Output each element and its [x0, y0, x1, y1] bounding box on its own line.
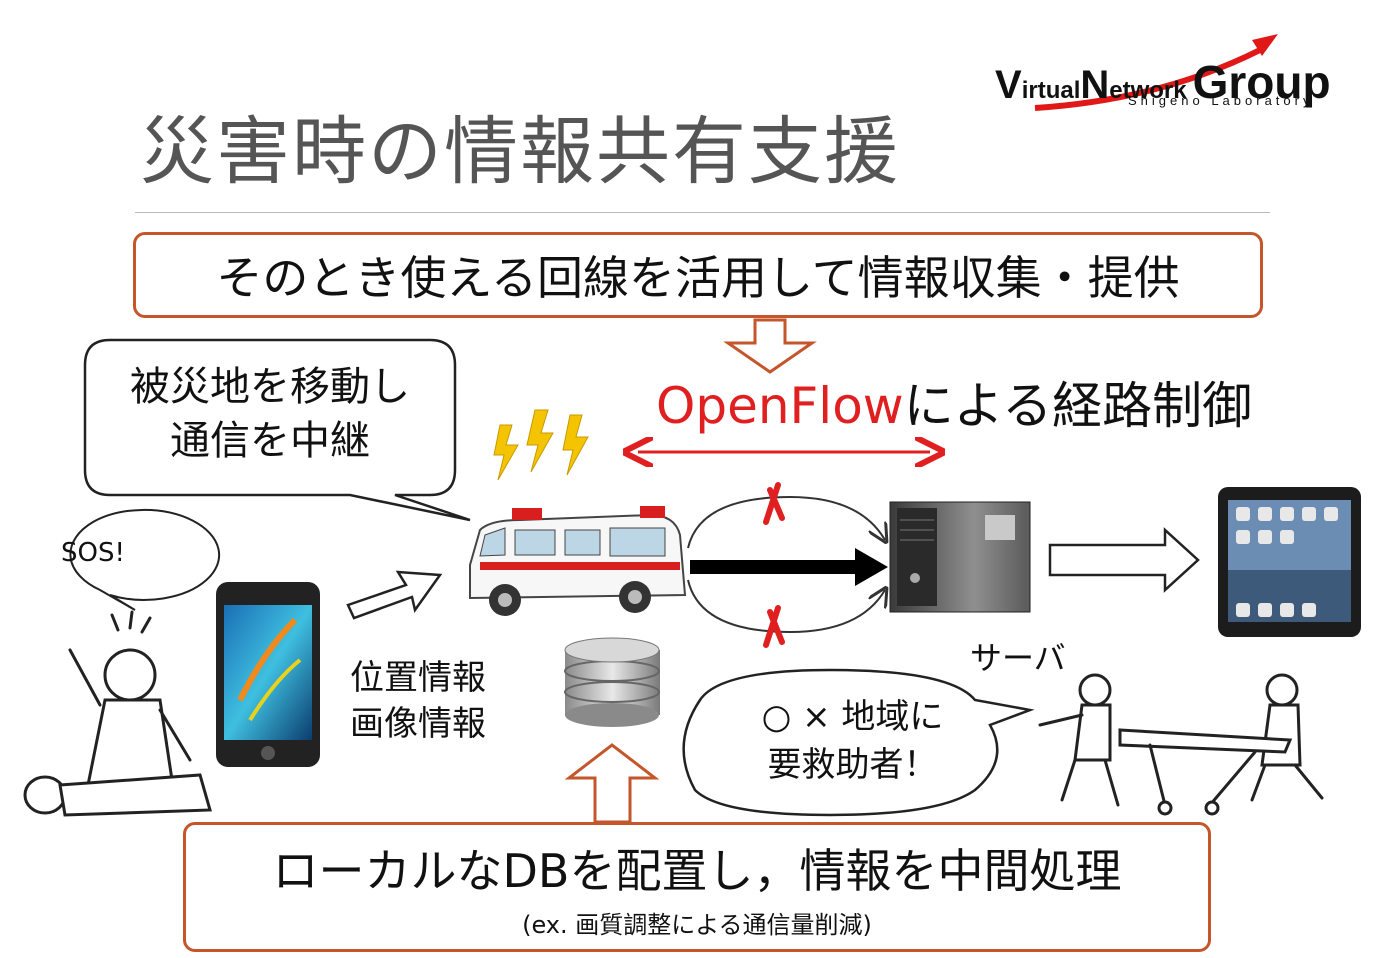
broken-link-x-icon — [763, 482, 785, 648]
info-label: 位置情報 画像情報 — [350, 655, 486, 747]
logo-initial-n: N — [1080, 63, 1110, 107]
title-divider — [135, 212, 1270, 213]
rescue-speech-bubble — [682, 668, 1035, 817]
rescuers-illustration — [1038, 673, 1324, 816]
server-to-tablet-arrow — [1048, 527, 1200, 593]
top-message-text: そのとき使える回線を活用して情報収集・提供 — [216, 251, 1180, 305]
upper-route-path — [687, 495, 885, 549]
bottom-sub-text: (ex. 画質調整による通信量削減) — [522, 910, 872, 939]
sos-text: SOS! — [61, 538, 125, 568]
openflow-word: OpenFlow — [656, 377, 904, 435]
phone-to-ambulance-arrow — [346, 570, 443, 620]
up-arrow-icon — [564, 743, 660, 824]
rescue-line-2: 要救助者！ — [767, 745, 938, 785]
rescue-bubble-text: ○ × 地域に 要救助者！ — [690, 693, 1015, 789]
rescue-line-1: ○ × 地域に — [761, 697, 944, 737]
lower-route-path — [687, 579, 885, 634]
bottom-message-box: ローカルなDBを配置し，情報を中間処理 (ex. 画質調整による通信量削減) — [183, 822, 1211, 952]
openflow-rest: による経路制御 — [903, 377, 1253, 435]
bottom-main-text: ローカルなDBを配置し，情報を中間処理 — [272, 843, 1122, 898]
tablet-icon — [1218, 487, 1361, 637]
database-icon — [564, 637, 660, 727]
relay-line-1: 被災地を移動し — [130, 364, 410, 410]
relay-line-2: 通信を中継 — [170, 418, 370, 464]
logo-subtitle: Shigeno Laboratory — [1128, 93, 1314, 108]
relay-speech-bubble — [83, 338, 471, 522]
smartphone-icon — [216, 582, 320, 767]
victims-illustration — [23, 610, 212, 817]
down-arrow-icon — [723, 318, 817, 374]
sos-speech-bubble — [69, 508, 221, 611]
server-icon — [889, 501, 1031, 613]
openflow-label: OpenFlowによる経路制御 — [656, 366, 1252, 438]
page-title: 災害時の情報共有支援 — [140, 109, 900, 195]
main-route-arrowhead — [855, 548, 888, 586]
server-label: サーバ — [970, 639, 1066, 677]
info-line-1: 位置情報 — [350, 658, 486, 698]
info-line-2: 画像情報 — [350, 704, 486, 744]
lab-logo-swoosh-icon — [1034, 34, 1278, 111]
logo-word-virtual: irtual — [1021, 77, 1081, 104]
relay-bubble-text: 被災地を移動し 通信を中継 — [90, 360, 450, 468]
top-message-box: そのとき使える回線を活用して情報収集・提供 — [133, 232, 1263, 318]
logo-word-group: Group — [1192, 56, 1331, 108]
ambulance-icon — [469, 506, 687, 616]
logo-initial-v: V — [995, 63, 1022, 107]
lightning-icon — [493, 409, 589, 481]
logo-word-network: etwork — [1109, 77, 1187, 104]
